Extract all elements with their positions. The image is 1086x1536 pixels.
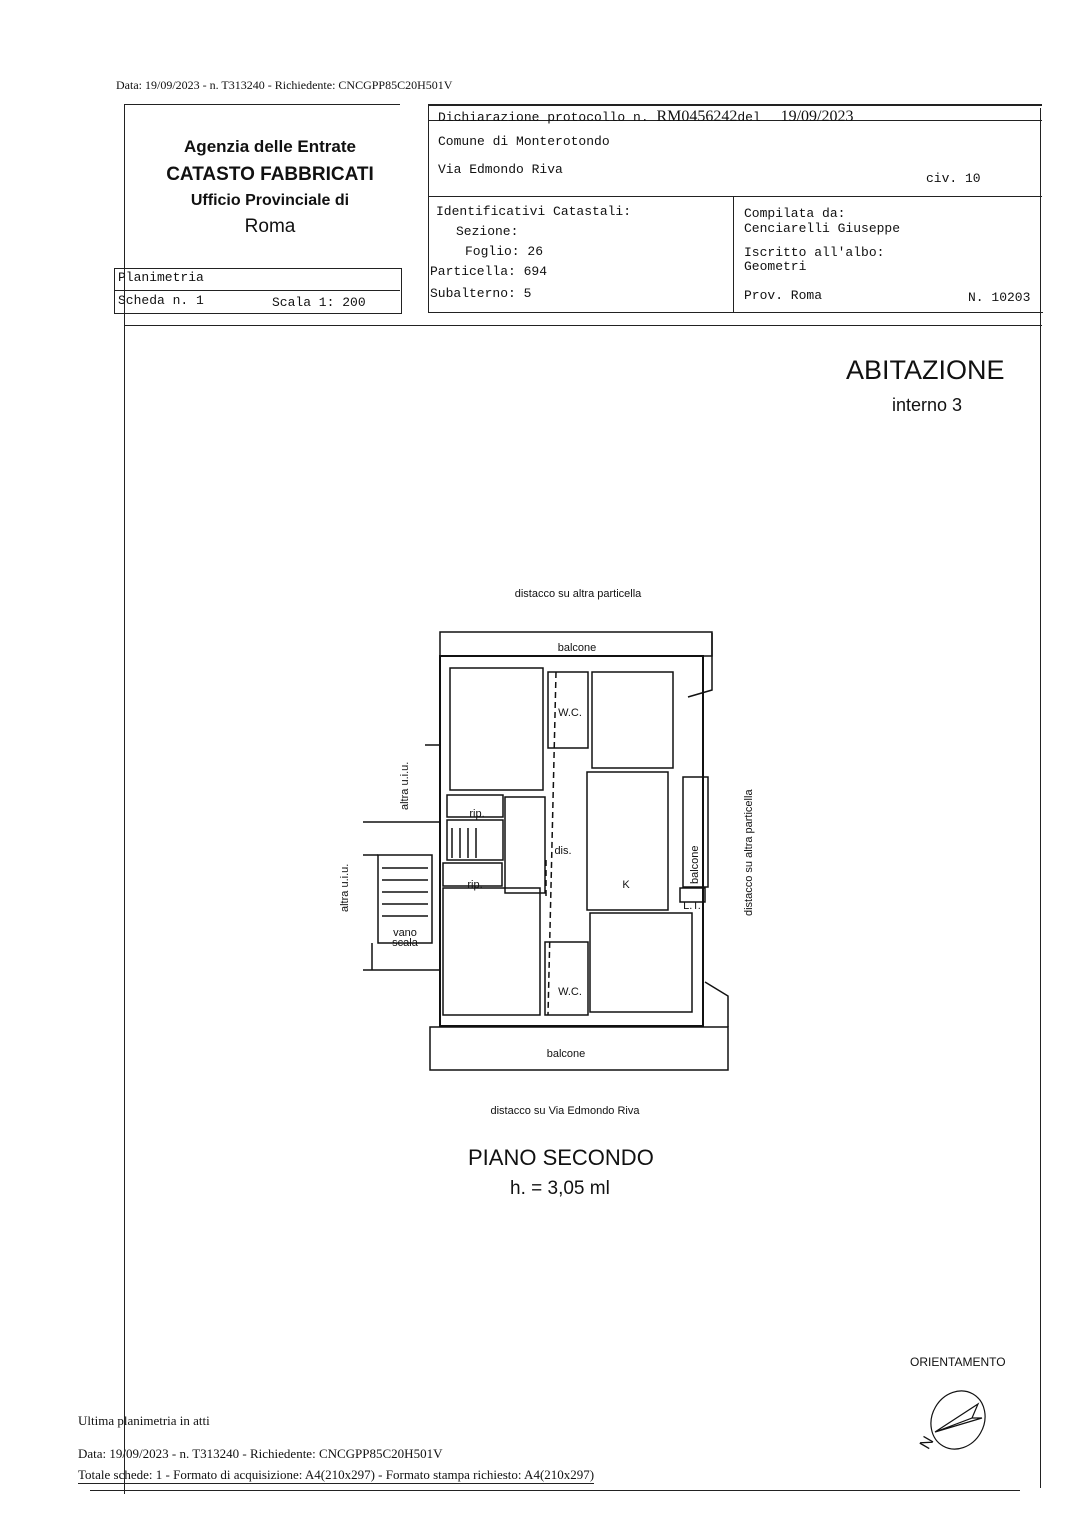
header-divider bbox=[124, 325, 1042, 326]
agency-name: Agenzia delle Entrate bbox=[184, 137, 356, 156]
room-stairs-inner bbox=[446, 819, 504, 861]
frame-bottom bbox=[90, 1490, 1020, 1491]
frame-left bbox=[124, 104, 125, 1494]
corridor-dashes bbox=[545, 671, 557, 1016]
room-top-left bbox=[449, 667, 544, 791]
label-vano: vano bbox=[393, 927, 417, 939]
planimetria-box-divider bbox=[114, 290, 400, 291]
stairwell bbox=[377, 854, 433, 944]
province: Prov. Roma bbox=[744, 288, 823, 303]
room-rip-bottom bbox=[442, 862, 503, 887]
label-dis: dis. bbox=[554, 845, 571, 857]
room-top-right bbox=[591, 671, 674, 769]
footer-request: Data: 19/09/2023 - n. T313240 - Richiede… bbox=[78, 1446, 443, 1461]
sezione: Sezione: bbox=[456, 224, 519, 239]
office-city: Roma bbox=[244, 216, 296, 237]
label-wc-bottom: W.C. bbox=[558, 986, 582, 998]
floor-height: h. = 3,05 ml bbox=[510, 1178, 610, 1199]
building-outline bbox=[439, 655, 704, 1027]
floor-name: PIANO SECONDO bbox=[468, 1145, 654, 1170]
room-dis-side bbox=[504, 796, 546, 894]
albo-label: Iscritto all'albo: bbox=[744, 245, 885, 260]
scheda-number: Scheda n. 1 bbox=[118, 293, 204, 308]
subalterno: Subalterno: 5 bbox=[430, 286, 532, 301]
protocol-number: RM0456242 bbox=[656, 108, 738, 125]
declaration-box bbox=[428, 104, 1043, 313]
label-scala: scala bbox=[392, 937, 419, 949]
label-wc-top: W.C. bbox=[558, 707, 582, 719]
label-rip-top: rip. bbox=[469, 808, 484, 820]
civic-number: civ. 10 bbox=[926, 171, 981, 186]
room-bottom-right bbox=[589, 912, 693, 1013]
left-note-1: altra u.i.u. bbox=[399, 762, 411, 810]
right-distance-note: distacco su altra particella bbox=[743, 789, 755, 916]
albo: Geometri bbox=[744, 259, 807, 274]
footer-format: Totale schede: 1 - Formato di acquisizio… bbox=[78, 1467, 595, 1484]
identifiers-title: Identificativi Catastali: bbox=[436, 204, 632, 219]
left-note-2: altra u.i.u. bbox=[339, 864, 351, 912]
footer-last-plan: Ultima planimetria in atti bbox=[78, 1413, 210, 1428]
room-wc-bottom bbox=[544, 941, 589, 1016]
room-lt bbox=[679, 887, 706, 903]
compass-icon: N bbox=[917, 1390, 986, 1452]
protocol-label: Dichiarazione protocollo n. bbox=[438, 110, 649, 125]
frame-right bbox=[1040, 108, 1041, 1488]
compiler-label: Compilata da: bbox=[744, 206, 846, 221]
particella: Particella: 694 bbox=[430, 264, 548, 279]
adjacent-walls bbox=[363, 656, 441, 971]
protocol-date: 19/09/2023 bbox=[780, 108, 854, 125]
room-bottom-left bbox=[442, 887, 541, 1016]
balcony-top-side bbox=[687, 633, 713, 698]
label-balcone-bottom: balcone bbox=[547, 1048, 586, 1060]
catasto-title: CATASTO FABBRICATI bbox=[166, 164, 374, 185]
compiler-divider bbox=[733, 196, 734, 312]
del-label: del bbox=[737, 110, 761, 125]
stair-treads bbox=[382, 828, 477, 917]
planimetria-title: Planimetria bbox=[118, 270, 204, 285]
compiler-name: Cenciarelli Giuseppe bbox=[744, 221, 901, 236]
label-balcone-right: balcone bbox=[689, 845, 701, 884]
label-kitchen: K bbox=[622, 879, 630, 891]
balcony-right bbox=[682, 776, 709, 888]
office-name: Ufficio Provinciale di bbox=[190, 192, 350, 209]
label-balcone-top: balcone bbox=[558, 642, 597, 654]
room-wc-top bbox=[547, 671, 589, 749]
request-header: Data: 19/09/2023 - n. T313240 - Richiede… bbox=[116, 78, 453, 92]
unit-type: ABITAZIONE bbox=[846, 355, 1005, 385]
frame-top-right bbox=[428, 104, 1042, 106]
label-rip-bottom: rip. bbox=[467, 879, 482, 891]
room-kitchen bbox=[586, 771, 669, 911]
planimetria-box bbox=[114, 268, 402, 314]
orientation-label: ORIENTAMENTO bbox=[910, 1355, 1006, 1369]
balcony-bottom bbox=[429, 1026, 729, 1071]
top-distance-note: distacco su altra particella bbox=[515, 588, 642, 600]
registration-number: N. 10203 bbox=[968, 290, 1031, 305]
frame-top-left bbox=[124, 104, 400, 105]
label-lt: L.T. bbox=[683, 900, 701, 912]
address: Via Edmondo Riva bbox=[438, 162, 563, 177]
foglio: Foglio: 26 bbox=[465, 244, 544, 259]
declaration-divider bbox=[428, 196, 1042, 197]
declaration-rule bbox=[428, 120, 1042, 121]
scale: Scala 1: 200 bbox=[272, 295, 366, 310]
unit-interno: interno 3 bbox=[892, 395, 963, 415]
room-rip-top bbox=[446, 794, 504, 818]
balcony-bottom-side bbox=[704, 981, 729, 1027]
bottom-distance-note: distacco su Via Edmondo Riva bbox=[491, 1105, 641, 1117]
comune: Comune di Monterotondo bbox=[438, 134, 610, 149]
